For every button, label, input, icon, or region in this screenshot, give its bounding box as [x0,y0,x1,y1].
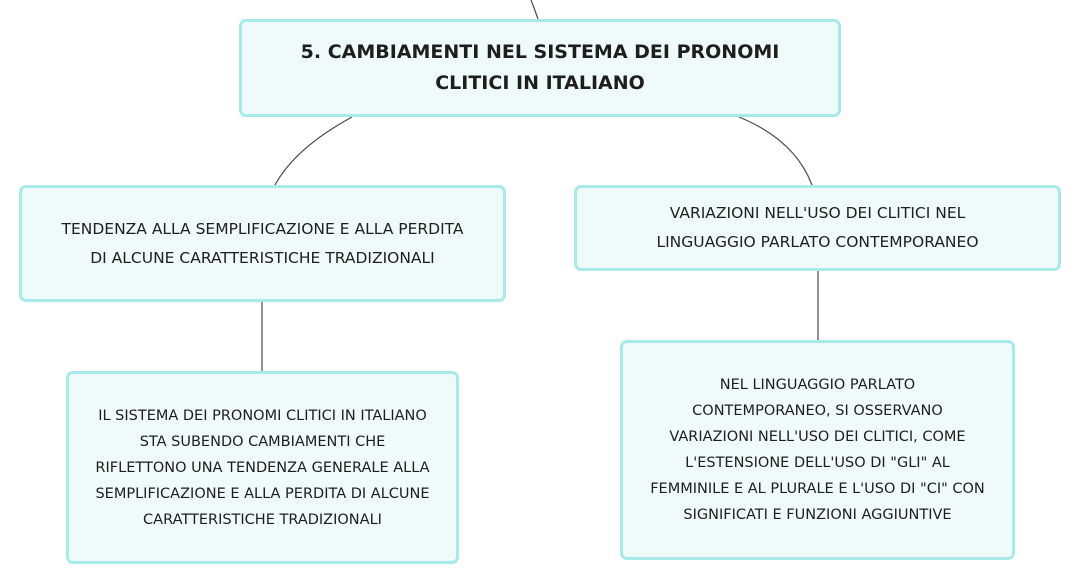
detail-text-spoken-variations: NEL LINGUAGGIO PARLATO CONTEMPORANEO, SI… [650,377,985,523]
subtopic-text-spoken-variations: VARIAZIONI NELL'USO DEI CLITICI NEL LING… [656,204,979,251]
root-topic-node[interactable]: 5. CAMBIAMENTI NEL SISTEMA DEI PRONOMI C… [239,19,841,117]
connector-root-to-right-branch [738,116,813,186]
detail-node-simplification[interactable]: IL SISTEMA DEI PRONOMI CLITICI IN ITALIA… [66,371,459,564]
detail-node-spoken-variations[interactable]: NEL LINGUAGGIO PARLATO CONTEMPORANEO, SI… [620,340,1015,560]
connector-root-to-left-branch [274,116,353,186]
subtopic-text-simplification: TENDENZA ALLA SEMPLIFICAZIONE E ALLA PER… [61,219,464,267]
subtopic-node-spoken-variations[interactable]: VARIAZIONI NELL'USO DEI CLITICI NEL LING… [574,185,1061,271]
detail-text-simplification: IL SISTEMA DEI PRONOMI CLITICI IN ITALIA… [95,407,430,528]
root-topic-text: 5. CAMBIAMENTI NEL SISTEMA DEI PRONOMI C… [300,41,780,94]
subtopic-node-simplification[interactable]: TENDENZA ALLA SEMPLIFICAZIONE E ALLA PER… [19,185,506,302]
connector-parent-to-root [530,0,539,20]
